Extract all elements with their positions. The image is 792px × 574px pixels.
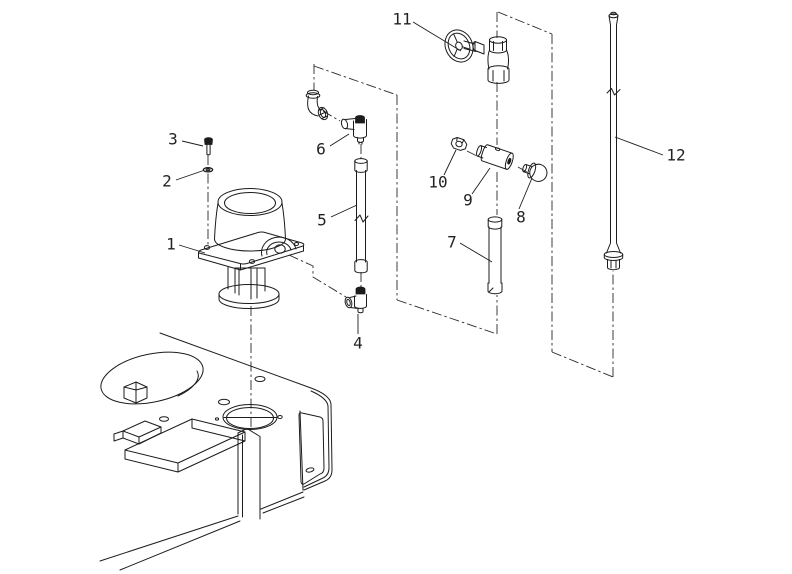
callout-6-leader xyxy=(329,133,350,147)
part-7-tube xyxy=(487,216,503,295)
base-notch xyxy=(123,381,148,404)
callout-10: 10 xyxy=(428,173,447,192)
part2-washer-hole xyxy=(205,168,211,172)
base-right-face-left-edge xyxy=(299,410,304,491)
callout-5-leader xyxy=(330,204,358,218)
base-pocket-small xyxy=(113,420,162,445)
base-hole-b xyxy=(218,398,230,406)
callout-1-leader xyxy=(178,244,206,254)
part1-ear-hole xyxy=(274,244,286,254)
base-window-hole xyxy=(305,467,315,473)
part1-ear-outer xyxy=(261,236,297,257)
part-3-screw xyxy=(204,137,213,156)
base-front-edge-3 xyxy=(260,491,304,510)
base-main-hole xyxy=(222,404,278,430)
base-right-corner-inner xyxy=(303,390,330,488)
part1-plate-thickness xyxy=(198,245,304,271)
centerline-diagonal-d xyxy=(551,351,614,378)
base-rear-and-right-edge xyxy=(159,332,333,491)
part1-cylinder-top-inner xyxy=(224,192,276,214)
part1-foot-thickness xyxy=(218,293,280,309)
part-6-elbow xyxy=(340,115,367,145)
callout-8-leader xyxy=(518,177,533,210)
part-4-elbow xyxy=(344,286,367,314)
callout-12: 12 xyxy=(666,146,685,165)
part1-ear-inner xyxy=(266,241,292,255)
part1-plate-hole-left xyxy=(203,245,211,250)
callout-9-leader xyxy=(471,167,491,195)
part1-foot xyxy=(218,284,280,304)
callout-3: 3 xyxy=(168,130,178,149)
callout-5: 5 xyxy=(317,211,327,230)
callout-6: 6 xyxy=(316,140,326,159)
part-11-hand-valve xyxy=(444,29,510,84)
callout-2-leader xyxy=(175,170,204,181)
part-5-tube xyxy=(354,158,369,274)
base-hole-c xyxy=(254,376,266,382)
base-large-opening xyxy=(100,351,204,405)
part3-shank xyxy=(206,144,211,156)
part1-cylinder-bottom xyxy=(214,238,286,252)
callout-1: 1 xyxy=(166,235,176,254)
part1-cylinder-top xyxy=(217,188,283,216)
callout-2: 2 xyxy=(162,172,172,191)
part-2-washer xyxy=(202,167,214,173)
callout-7: 7 xyxy=(447,233,457,252)
part12-break-mark xyxy=(606,88,621,96)
base-front-column xyxy=(237,428,261,520)
part5-break-mark xyxy=(354,214,369,223)
part11-body xyxy=(487,36,510,84)
part2-washer-outline xyxy=(202,167,214,173)
part-12-dipstick xyxy=(603,11,624,271)
callout-7-leader xyxy=(459,242,493,263)
callout-10-leader xyxy=(443,149,457,176)
part1-cylinder-sides xyxy=(214,202,286,240)
base-front-edge-2 xyxy=(119,520,241,571)
base-front-edge-4 xyxy=(262,496,305,514)
base-large-opening-inner xyxy=(177,370,199,397)
part1-plate-hole-front xyxy=(248,259,256,264)
base-front-edge-1 xyxy=(99,515,239,562)
part1-plate xyxy=(198,231,305,265)
base-window xyxy=(298,412,325,485)
street-elbow-fitting xyxy=(305,89,329,121)
callout-11-leader xyxy=(412,21,462,52)
part-10-nut xyxy=(450,136,468,151)
callouts: 1 2 3 4 5 6 7 8 9 10 11 12 xyxy=(162,10,685,353)
base-block xyxy=(99,332,333,571)
callout-9: 9 xyxy=(463,191,473,210)
centerline-diagonal-b xyxy=(396,299,498,335)
part1-plate-hole-right xyxy=(294,242,299,246)
centerline-elbow-pair xyxy=(322,110,341,122)
centerline-diagonal-a xyxy=(313,65,398,96)
callout-4: 4 xyxy=(353,334,363,353)
base-hole-e xyxy=(277,415,283,419)
callout-3-leader xyxy=(181,140,204,147)
part11-handwheel xyxy=(444,29,474,63)
centerline-ear-to-elbow4 xyxy=(288,254,347,298)
part1-ribs xyxy=(227,266,266,300)
callout-11: 11 xyxy=(392,10,411,29)
part-8-knob xyxy=(522,162,548,182)
callout-12-leader xyxy=(614,136,664,156)
part-9-body xyxy=(475,144,514,170)
callout-8: 8 xyxy=(516,208,526,227)
base-hole-a xyxy=(159,416,169,422)
base-pocket-large xyxy=(124,418,246,473)
centerlines xyxy=(207,11,614,428)
part3-head xyxy=(204,137,213,145)
base-hole-d xyxy=(214,417,220,421)
part-1-mount-assembly xyxy=(198,188,305,309)
centerline-nut10-body9 xyxy=(466,150,478,157)
part11-packing-nut xyxy=(472,41,485,55)
centerline-diagonal-c xyxy=(497,11,553,35)
